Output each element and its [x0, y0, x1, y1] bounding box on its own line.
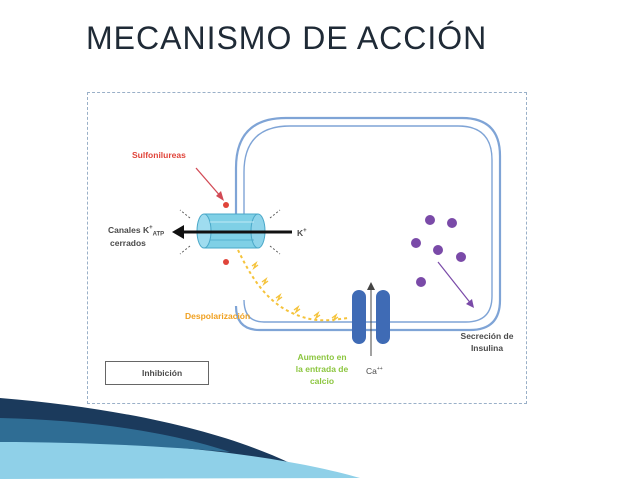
- label-secrecion-line2: Insulina: [470, 343, 504, 353]
- k-sup: +: [303, 228, 307, 234]
- canales-sup: +: [149, 225, 153, 231]
- swoosh-mid: [0, 418, 230, 452]
- cell-membrane-outer: [234, 116, 502, 332]
- label-canales-line2: cerrados: [110, 238, 146, 248]
- label-sulfonilureas: Sulfonilureas: [132, 150, 186, 160]
- k-text: K: [297, 227, 304, 238]
- label-despolarizacion: Despolarización: [185, 311, 251, 321]
- legend-box: [105, 361, 209, 385]
- label-aumento-line3: calcio: [309, 376, 335, 386]
- label-canales-line1: Canales K+ATP: [108, 223, 164, 240]
- label-ca: Ca++: [366, 364, 383, 376]
- label-secrecion-line1: Secreción de: [460, 331, 514, 341]
- receptor-dot-bottom: [223, 259, 229, 265]
- label-aumento-line1: Aumento en: [297, 352, 347, 362]
- legend-label-inhibicion: Inhibición: [142, 368, 183, 378]
- secretion-arrow: [437, 261, 473, 306]
- canales-text: Canales K: [108, 224, 150, 235]
- canales-sub: ATP: [152, 231, 165, 238]
- receptor-dot-top: [223, 202, 229, 208]
- swoosh-dark: [0, 398, 290, 463]
- calcium-channel: [352, 290, 390, 344]
- cell-membrane-inner: [243, 125, 493, 323]
- diagram-frame: [87, 92, 527, 404]
- ca-sup: ++: [376, 366, 383, 372]
- depolarization-sparks: [251, 260, 339, 323]
- depolarization-wave: [237, 249, 349, 322]
- ca-text: Ca: [366, 365, 377, 376]
- label-aumento-line2: la entrada de: [295, 364, 349, 374]
- sulfonilureas-arrow: [195, 167, 223, 199]
- swoosh-light: [0, 440, 360, 479]
- label-k-plus: K+: [297, 226, 307, 238]
- slide-title: MECANISMO DE ACCIÓN: [86, 20, 488, 56]
- insulin-vesicles: [411, 215, 466, 287]
